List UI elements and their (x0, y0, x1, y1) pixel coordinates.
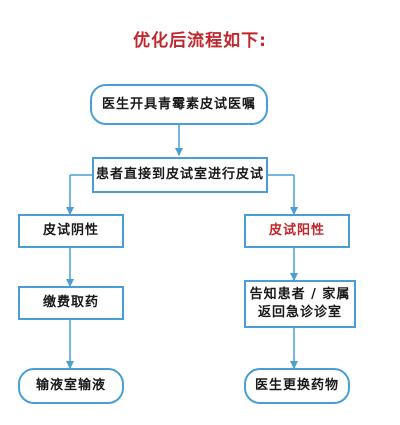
node-notify-label-line1: 告知患者 / 家属 (249, 287, 351, 302)
node-positive: 皮试阳性 (244, 214, 350, 248)
node-negative-label: 皮试阴性 (42, 223, 99, 238)
node-pay-label: 缴费取药 (42, 295, 99, 310)
node-test-label: 患者直接到皮试室进行皮试 (95, 167, 264, 182)
node-change-label: 医生更换药物 (254, 378, 339, 393)
page-title: 优化后流程如下: (133, 31, 267, 51)
node-start: 医生开具青霉素皮试医嘱 (90, 84, 268, 125)
node-start-label: 医生开具青霉素皮试医嘱 (101, 96, 256, 112)
node-notify: 告知患者 / 家属 返回急诊诊室 (244, 280, 356, 328)
node-infusion-label: 输液室输液 (35, 378, 106, 393)
node-test: 患者直接到皮试室进行皮试 (92, 157, 268, 193)
node-change: 医生更换药物 (244, 368, 350, 404)
node-negative: 皮试阴性 (18, 214, 124, 248)
node-notify-label-line2: 返回急诊诊室 (257, 305, 342, 320)
node-pay: 缴费取药 (18, 286, 124, 320)
node-positive-label: 皮试阳性 (268, 223, 325, 238)
node-infusion: 输液室输液 (18, 368, 124, 404)
